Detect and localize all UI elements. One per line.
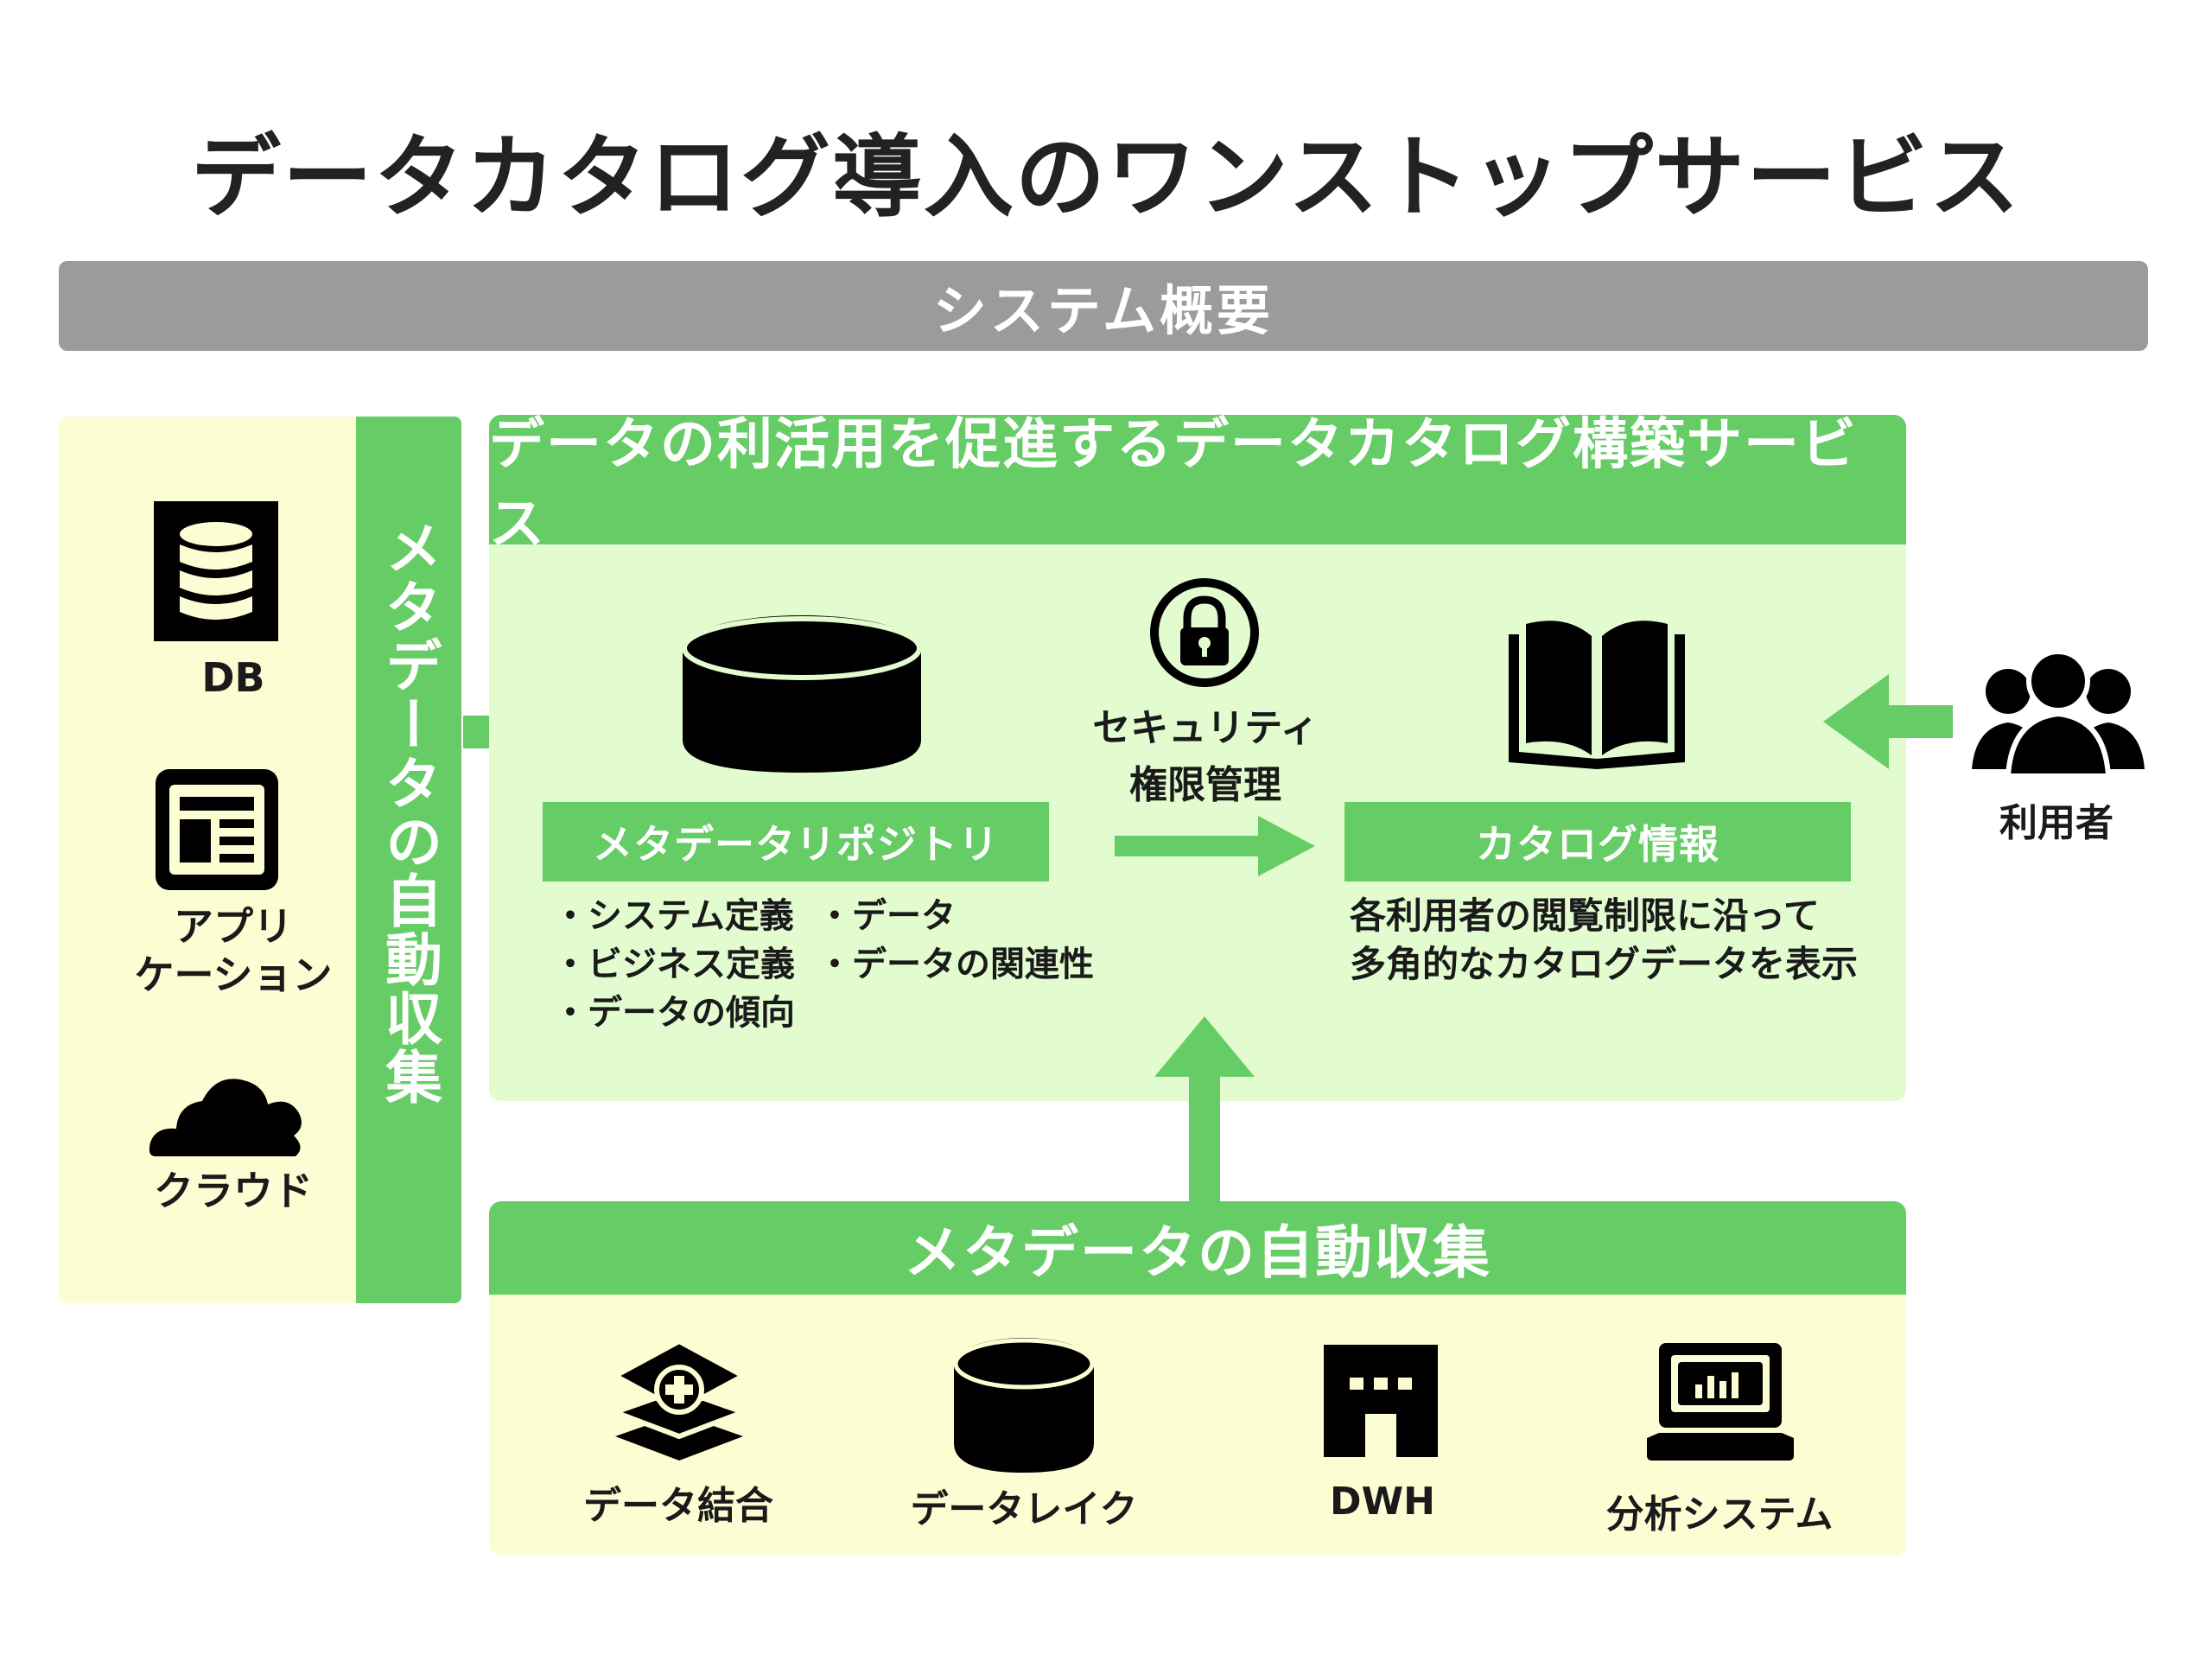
bottom-item-label: データ結合 [583, 1484, 773, 1528]
layers-plus-icon [615, 1341, 743, 1461]
repository-cylinder-icon [679, 614, 925, 774]
cloud-icon [147, 1070, 306, 1156]
source-app-label-line1: アプリ [174, 903, 293, 950]
source-db-label: DB [201, 654, 265, 701]
bottom-item-label: データレイク [910, 1487, 1138, 1531]
users-label: 利用者 [1999, 801, 2113, 845]
auto-collect-header: メタデータの自動収集 [489, 1201, 1906, 1295]
database-icon [154, 501, 278, 641]
page-title: データカタログ導入のワンストップサービス [191, 124, 2021, 230]
laptop-chart-icon [1647, 1343, 1794, 1461]
repository-bullets-col1: ・システム定義 ・ビジネス定義 ・データの傾向 [553, 892, 795, 1037]
users-icon [1972, 648, 2145, 776]
catalog-description-line2: 多角的なカタログデータを表示 [1350, 943, 1859, 985]
lock-icon [1149, 577, 1260, 688]
source-cloud-label: クラウド [154, 1168, 313, 1214]
repository-bullets-col2: ・データ ・データの関連性 [817, 892, 1094, 989]
source-app-label: アプリ ケーション [112, 902, 354, 999]
arrow-left-from-users [1823, 674, 1953, 769]
repository-bullet: ・データの関連性 [817, 945, 1094, 984]
auto-collect-vertical-label: メタデータの自動収集 [376, 519, 442, 1106]
catalog-info-label: カタログ情報 [1344, 802, 1851, 882]
repository-label: メタデータリポジトリ [543, 802, 1049, 882]
repository-bullet: ・データの傾向 [553, 993, 795, 1033]
bottom-item-label: DWH [1330, 1480, 1435, 1524]
repository-bullet: ・システム定義 [553, 896, 794, 936]
arrow-up-to-catalog-service [1154, 1016, 1255, 1201]
catalog-description: 各利用者の閲覧制限に沿って 多角的なカタログデータを表示 [1350, 892, 1858, 989]
security-label: セキュリティ [1092, 706, 1319, 750]
open-book-icon [1505, 617, 1688, 769]
repository-bullet: ・データ [817, 896, 956, 936]
arrow-right-to-catalog [1115, 816, 1315, 876]
source-app-label-line2: ケーション [134, 952, 333, 998]
catalog-service-header: データの利活用を促進するデータカタログ構築サービス [489, 413, 1906, 557]
system-overview-bar: システム概要 [59, 261, 2148, 351]
data-lake-cylinder-icon [950, 1334, 1097, 1474]
warehouse-building-icon [1324, 1345, 1438, 1457]
auto-collect-strip [356, 417, 461, 1303]
catalog-description-line1: 各利用者の閲覧制限に沿って [1350, 894, 1820, 937]
permission-label: 権限管理 [1129, 763, 1281, 807]
application-icon [156, 769, 278, 890]
repository-bullet: ・ビジネス定義 [553, 945, 795, 984]
bottom-item-label: 分析システム [1605, 1493, 1834, 1537]
